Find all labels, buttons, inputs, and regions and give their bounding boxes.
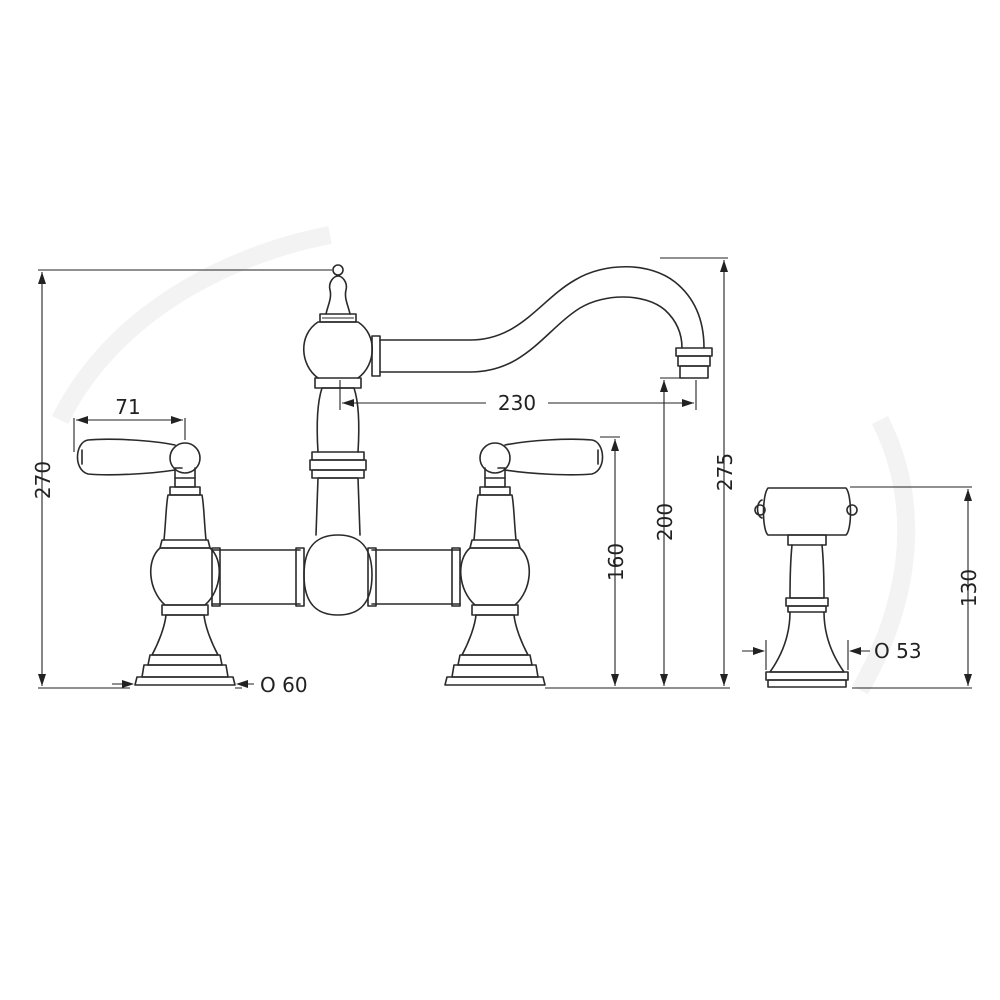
right-valve	[444, 438, 604, 686]
dimension-200: 200	[653, 377, 685, 686]
center-column	[303, 264, 713, 616]
left-valve	[76, 438, 236, 686]
dimension-o53-label: O 53	[874, 639, 922, 663]
dimension-200-label: 200	[653, 503, 677, 541]
dimension-130: 130	[850, 486, 981, 689]
dimension-275: 275	[660, 257, 737, 686]
bridge	[211, 547, 461, 607]
dimension-230-label: 230	[498, 391, 536, 415]
dimension-275-label: 275	[713, 453, 737, 491]
dimension-o53: O 53	[742, 639, 922, 670]
dimension-270: 270	[31, 269, 332, 689]
dimension-o60: O 60	[112, 673, 308, 697]
watermark	[51, 226, 916, 695]
dimension-130-label: 130	[957, 569, 981, 607]
dimension-71-label: 71	[115, 395, 140, 419]
dimension-o60-label: O 60	[260, 673, 308, 697]
dimension-160: 160	[600, 436, 628, 686]
dimension-160-label: 160	[604, 543, 628, 581]
dimension-270-label: 270	[31, 461, 55, 499]
side-spray	[754, 487, 858, 688]
dimension-71: 71	[73, 395, 186, 452]
dimension-230: 230	[339, 380, 697, 415]
bridge-faucet	[76, 264, 713, 686]
